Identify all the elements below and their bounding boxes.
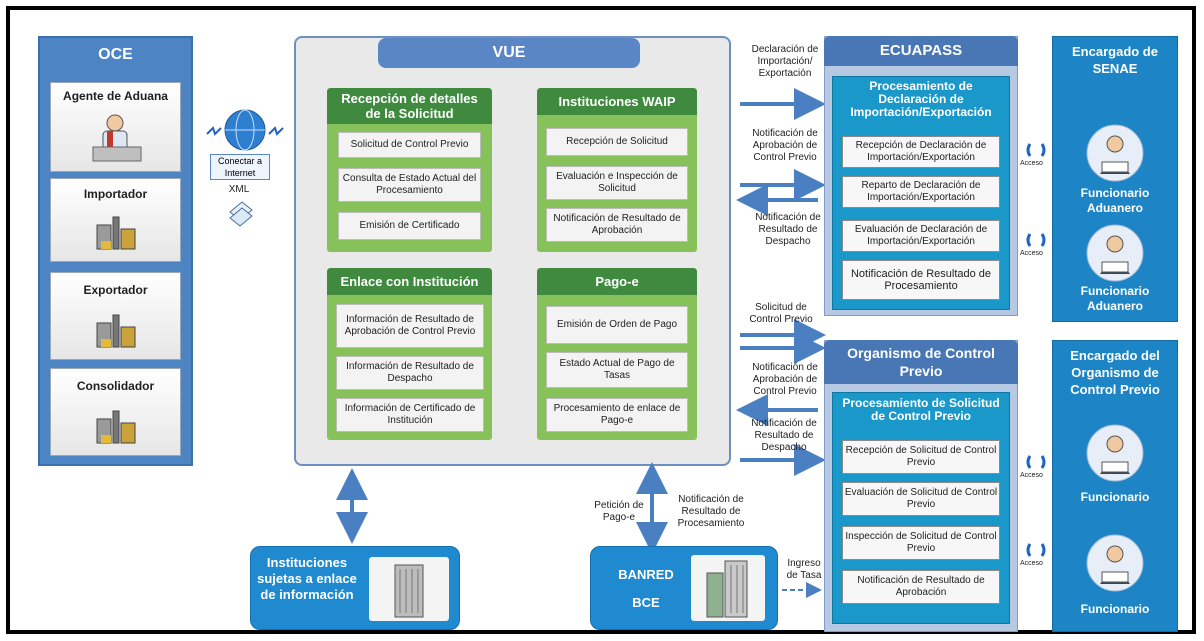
vue-item[interactable]: Evaluación e Inspección de Solicitud [546, 166, 688, 200]
vue-item[interactable]: Información de Resultado de Despacho [336, 356, 484, 390]
senae-title: Encargado de SENAE [1072, 44, 1158, 76]
sync-icon [1026, 543, 1046, 557]
vue-item[interactable]: Información de Certificado de Institució… [336, 398, 484, 432]
sync-icon [1026, 233, 1046, 247]
vue-item[interactable]: Notificación de Resultado de Aprobación [546, 208, 688, 242]
vue-item[interactable]: Emisión de Certificado [338, 212, 481, 240]
vue-item[interactable]: Emisión de Orden de Pago [546, 306, 688, 344]
oce-card-label: Agente de Aduana [63, 89, 168, 103]
flow-label: Solicitud de Control Previo [749, 302, 813, 325]
acceso-label: Acceso [1020, 472, 1043, 479]
oce-card-consolidador[interactable]: Consolidador [50, 368, 181, 456]
flow-label: Notificación de Aprobación de Control Pr… [752, 362, 818, 397]
flow-label: Declaración de Importación/ Exportación [751, 44, 819, 79]
ecuapass-item[interactable]: Notificación de Resultado de Procesamien… [842, 260, 1000, 300]
vue-item[interactable]: Procesamiento de enlace de Pago-e [546, 398, 688, 432]
sync-icon [1026, 143, 1046, 157]
ecuapass-item[interactable]: Recepción de Declaración de Importación/… [842, 136, 1000, 168]
xml-documents-icon [229, 201, 253, 227]
organismo-item[interactable]: Evaluación de Solicitud de Control Previ… [842, 482, 1000, 516]
flow-label: Petición de Pago-e [594, 500, 644, 523]
oce-card-importador[interactable]: Importador [50, 178, 181, 262]
flow-label: Notificación de Resultado de Despacho [755, 212, 821, 247]
person-icon [1086, 124, 1144, 182]
oce-card-label: Consolidador [76, 379, 155, 393]
sync-icon [1026, 455, 1046, 469]
person-icon [1086, 424, 1144, 482]
banred-label: BANRED [618, 567, 674, 582]
person-icon [92, 114, 142, 162]
ecuapass-inner-title: Procesamiento de Declaración de Importac… [850, 79, 992, 119]
control-title: Encargado del Organismo de Control Previ… [1070, 348, 1160, 397]
building-icon [369, 557, 449, 621]
vue-panel-title: Instituciones WAIP [537, 88, 697, 115]
oce-title: OCE [98, 46, 133, 63]
organismo-item[interactable]: Notificación de Resultado de Aprobación [842, 570, 1000, 604]
vue-item[interactable]: Recepción de Solicitud [546, 128, 688, 156]
person-icon [1086, 224, 1144, 282]
acceso-label: Acceso [1020, 250, 1043, 257]
vue-panel-title: Pago-e [537, 268, 697, 295]
vue-panel-title: Enlace con Institución [327, 268, 492, 295]
oce-card-exportador[interactable]: Exportador [50, 272, 181, 360]
organismo-item[interactable]: Inspección de Solicitud de Control Previ… [842, 526, 1000, 560]
oce-card-label: Exportador [83, 283, 148, 297]
flow-label: Notificación de Resultado de Despacho [751, 418, 817, 453]
organismo-inner-title: Procesamiento de Solicitud de Control Pr… [842, 396, 1000, 423]
factory-icon [96, 216, 136, 250]
acceso-label: Acceso [1020, 560, 1043, 567]
ecuapass-title: ECUAPASS [824, 36, 1018, 66]
instituciones-box[interactable]: Instituciones sujetas a enlace de inform… [250, 546, 460, 630]
flow-label: Notificación de Resultado de Procesamien… [677, 494, 745, 529]
flow-label: Notificación de Aprobación de Control Pr… [752, 128, 818, 163]
vue-item[interactable]: Estado Actual de Pago de Tasas [546, 352, 688, 388]
organismo-item[interactable]: Recepción de Solicitud de Control Previo [842, 440, 1000, 474]
banred-box[interactable]: BANRED BCE [590, 546, 778, 630]
control-person-label: Funcionario [1080, 490, 1150, 504]
control-person-label: Funcionario [1080, 602, 1150, 616]
flow-label: Ingreso de Tasa [786, 558, 822, 581]
organismo-title: Organismo de Control Previo [824, 340, 1018, 384]
senae-person-label: Funcionario Aduanero [1080, 284, 1150, 313]
bce-label: BCE [632, 595, 660, 610]
vue-panel-title: Recepción de detalles de la Solicitud [327, 88, 492, 124]
ecuapass-item[interactable]: Reparto de Declaración de Importación/Ex… [842, 176, 1000, 208]
globe-icon [206, 109, 284, 151]
ecuapass-item[interactable]: Evaluación de Declaración de Importación… [842, 220, 1000, 252]
person-icon [1086, 534, 1144, 592]
vue-item[interactable]: Información de Resultado de Aprobación d… [336, 304, 484, 348]
factory-icon [96, 314, 136, 348]
internet-label: Conectar a Internet [210, 154, 270, 180]
senae-person-label: Funcionario Aduanero [1080, 186, 1150, 215]
vue-title: VUE [378, 38, 640, 68]
vue-item[interactable]: Consulta de Estado Actual del Procesamie… [338, 168, 481, 202]
instituciones-label: Instituciones sujetas a enlace de inform… [257, 555, 357, 602]
oce-card-label: Importador [83, 187, 148, 201]
factory-icon [96, 410, 136, 444]
vue-item[interactable]: Solicitud de Control Previo [338, 132, 481, 158]
xml-label: XML [228, 184, 250, 195]
building-icon [691, 555, 765, 621]
oce-card-agente[interactable]: Agente de Aduana [50, 82, 181, 172]
acceso-label: Acceso [1020, 160, 1043, 167]
